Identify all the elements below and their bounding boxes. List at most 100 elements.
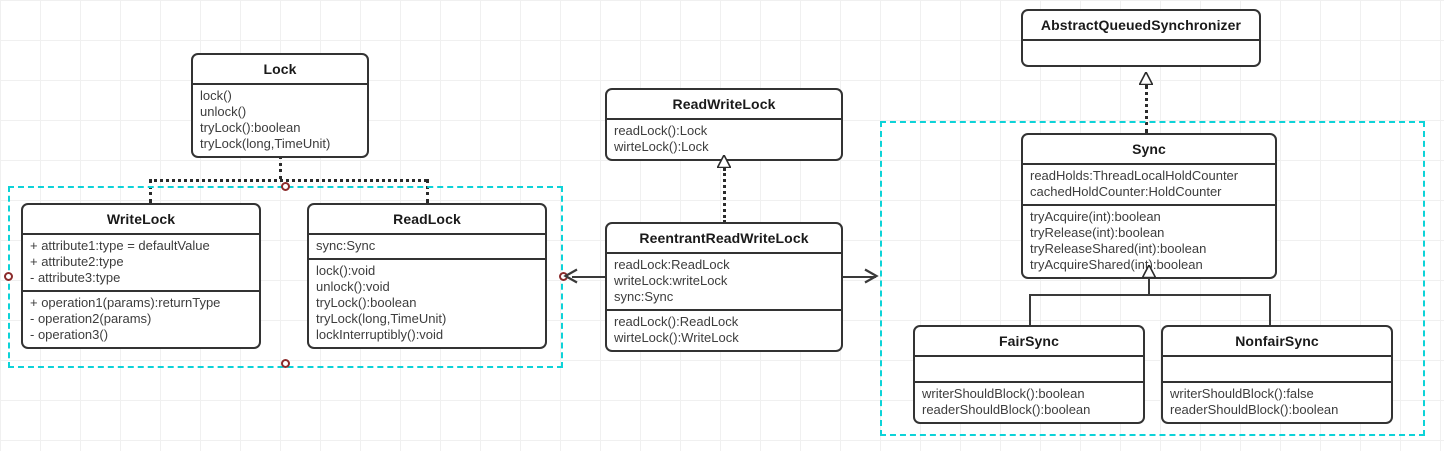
operation-row: lockInterruptibly():void	[316, 327, 444, 342]
realization-rrwl-to-rwl	[723, 168, 726, 223]
operation-row: wirteLock():Lock	[614, 139, 709, 154]
divider	[1163, 381, 1391, 383]
realization-to-readlock	[426, 179, 429, 203]
attribute-row: - attribute3:type	[30, 270, 121, 285]
attribute-row: sync:Sync	[614, 289, 674, 304]
operation-row: unlock()	[200, 104, 247, 119]
class-abstractqueuedsynchronizer-body	[1023, 41, 1259, 65]
class-nonfairsync-operations: writerShouldBlock():false readerShouldBl…	[1163, 383, 1391, 422]
operation-row: - operation3()	[30, 327, 109, 342]
realization-to-writelock	[149, 179, 152, 203]
class-readwritelock-title: ReadWriteLock	[672, 96, 776, 112]
operation-row: readLock():Lock	[614, 123, 708, 138]
attribute-row: + attribute1:type = defaultValue	[30, 238, 210, 253]
realization-lock-stem	[279, 156, 282, 179]
divider	[607, 118, 841, 120]
generalization-to-nonfairsync	[1269, 294, 1271, 325]
realization-triangle-aqs	[1139, 72, 1153, 85]
generalization-triangle-sync	[1142, 265, 1156, 278]
operation-row: writerShouldBlock():false	[1170, 386, 1314, 401]
class-lock-title: Lock	[263, 61, 297, 77]
divider	[23, 233, 259, 235]
class-lock-operations: lock() unlock() tryLock():boolean tryLoc…	[193, 85, 367, 156]
class-sync-title: Sync	[1132, 141, 1166, 157]
class-fairsync-attributes	[915, 357, 1143, 381]
operation-row: + operation1(params):returnType	[30, 295, 221, 310]
class-nonfairsync[interactable]: NonfairSync writerShouldBlock():false re…	[1161, 325, 1393, 424]
operation-row: - operation2(params)	[30, 311, 152, 326]
attribute-row: + attribute2:type	[30, 254, 124, 269]
generalization-stem	[1148, 278, 1150, 294]
class-readlock-operations: lock():void unlock():void tryLock():bool…	[309, 260, 545, 347]
class-writelock-title: WriteLock	[106, 211, 176, 227]
operation-row: tryAcquireShared(int):boolean	[1030, 257, 1203, 272]
divider	[915, 355, 1143, 357]
attribute-row: readHolds:ThreadLocalHoldCounter	[1030, 168, 1239, 183]
class-reentrantreadwritelock[interactable]: ReentrantReadWriteLock readLock:ReadLock…	[605, 222, 843, 352]
selection-handle-bottom[interactable]	[281, 359, 290, 368]
class-reentrantreadwritelock-title: ReentrantReadWriteLock	[639, 230, 809, 246]
class-fairsync[interactable]: FairSync writerShouldBlock():boolean rea…	[913, 325, 1145, 424]
divider	[1163, 355, 1391, 357]
class-writelock[interactable]: WriteLock + attribute1:type = defaultVal…	[21, 203, 261, 349]
class-reentrantreadwritelock-operations: readLock():ReadLock wirteLock():WriteLoc…	[607, 311, 841, 350]
operation-row: unlock():void	[316, 279, 390, 294]
operation-row: tryAcquire(int):boolean	[1030, 209, 1161, 224]
attribute-row: cachedHoldCounter:HoldCounter	[1030, 184, 1222, 199]
divider	[309, 233, 545, 235]
selection-handle-top[interactable]	[281, 182, 290, 191]
association-right-line	[843, 276, 876, 278]
class-readlock-title: ReadLock	[393, 211, 461, 227]
class-abstractqueuedsynchronizer[interactable]: AbstractQueuedSynchronizer	[1021, 9, 1261, 67]
generalization-fork-horizontal	[1029, 294, 1269, 296]
operation-row: readerShouldBlock():boolean	[1170, 402, 1339, 417]
class-reentrantreadwritelock-attributes: readLock:ReadLock writeLock:writeLock sy…	[607, 254, 841, 309]
realization-triangle-readwritelock	[717, 155, 731, 168]
realization-sync-to-aqs	[1145, 85, 1148, 133]
class-nonfairsync-attributes	[1163, 357, 1391, 381]
class-readwritelock-operations: readLock():Lock wirteLock():Lock	[607, 120, 841, 159]
attribute-row: writeLock:writeLock	[614, 273, 728, 288]
attribute-row: sync:Sync	[316, 238, 376, 253]
class-readwritelock[interactable]: ReadWriteLock readLock():Lock wirteLock(…	[605, 88, 843, 161]
class-sync-operations: tryAcquire(int):boolean tryRelease(int):…	[1023, 206, 1275, 277]
class-readlock-attributes: sync:Sync	[309, 235, 545, 258]
operation-row: tryLock(long,TimeUnit)	[200, 136, 331, 151]
class-sync-attributes: readHolds:ThreadLocalHoldCounter cachedH…	[1023, 165, 1275, 204]
divider	[1023, 163, 1275, 165]
operation-row: readerShouldBlock():boolean	[922, 402, 1091, 417]
divider	[607, 309, 841, 311]
divider	[607, 252, 841, 254]
attribute-row: readLock:ReadLock	[614, 257, 730, 272]
association-left-arrowhead	[563, 268, 578, 284]
operation-row: readLock():ReadLock	[614, 314, 739, 329]
operation-row: lock():void	[316, 263, 376, 278]
class-abstractqueuedsynchronizer-title: AbstractQueuedSynchronizer	[1040, 17, 1242, 33]
operation-row: tryLock():boolean	[316, 295, 417, 310]
divider	[1023, 204, 1275, 206]
association-left-line	[572, 276, 605, 278]
class-writelock-operations: + operation1(params):returnType - operat…	[23, 292, 259, 347]
operation-row: tryReleaseShared(int):boolean	[1030, 241, 1207, 256]
operation-row: tryLock(long,TimeUnit)	[316, 311, 447, 326]
selection-handle-left[interactable]	[4, 272, 13, 281]
realization-branch-horizontal	[149, 179, 427, 182]
operation-row: lock()	[200, 88, 232, 103]
operation-row: tryLock():boolean	[200, 120, 301, 135]
class-writelock-attributes: + attribute1:type = defaultValue + attri…	[23, 235, 259, 290]
divider	[309, 258, 545, 260]
operation-row: tryRelease(int):boolean	[1030, 225, 1165, 240]
divider	[23, 290, 259, 292]
operation-row: wirteLock():WriteLock	[614, 330, 739, 345]
divider	[1023, 39, 1259, 41]
divider	[915, 381, 1143, 383]
association-right-arrowhead	[864, 268, 879, 284]
class-sync[interactable]: Sync readHolds:ThreadLocalHoldCounter ca…	[1021, 133, 1277, 279]
class-lock[interactable]: Lock lock() unlock() tryLock():boolean t…	[191, 53, 369, 158]
class-fairsync-title: FairSync	[999, 333, 1059, 349]
class-nonfairsync-title: NonfairSync	[1235, 333, 1319, 349]
class-fairsync-operations: writerShouldBlock():boolean readerShould…	[915, 383, 1143, 422]
operation-row: writerShouldBlock():boolean	[922, 386, 1085, 401]
class-readlock[interactable]: ReadLock sync:Sync lock():void unlock():…	[307, 203, 547, 349]
